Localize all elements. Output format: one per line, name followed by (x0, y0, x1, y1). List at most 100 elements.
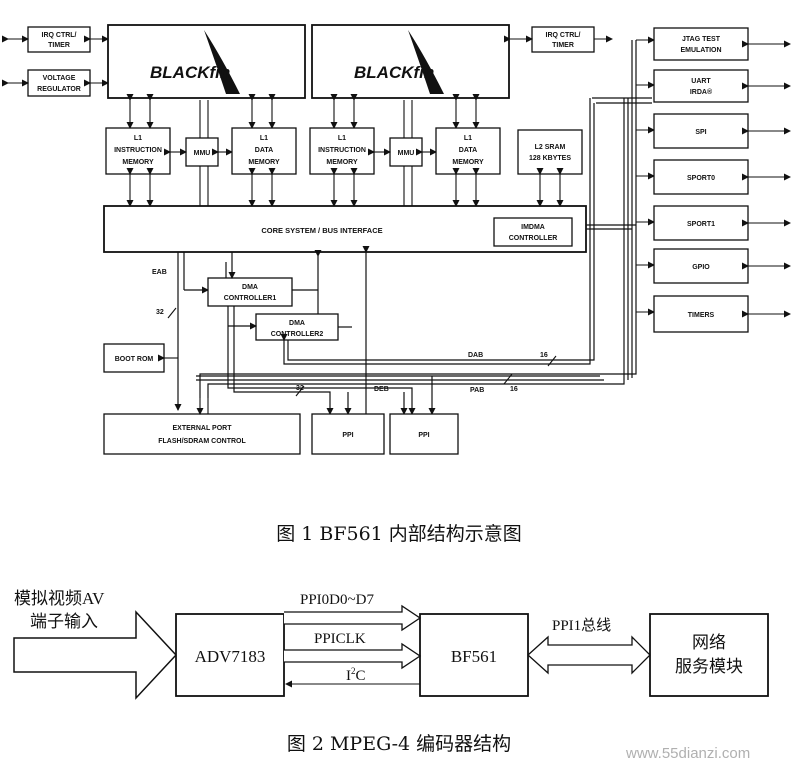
ppi1-label: PPI (342, 432, 353, 439)
boot-rom-label: BOOT ROM (115, 356, 154, 363)
dma-controller-1 (207, 277, 293, 307)
core-bus-label: CORE SYSTEM / BUS INTERFACE (261, 226, 382, 235)
figure1-diagram: IRQ CTRL/ TIMER VOLTAGE REGULATOR BLACKf… (2, 24, 791, 545)
width32-mid: 32 (296, 385, 304, 392)
peripheral-stack: JTAG TEST EMULATION UART IRDA® SPI SP (199, 27, 791, 398)
ppi2-label: PPI (418, 432, 429, 439)
blackfin-core-1: BLACKfin (107, 24, 306, 99)
external-port-block: EXTERNAL PORT FLASH/SDRAM CONTROL (103, 398, 301, 455)
core1-logo: BLACKfin (150, 63, 230, 82)
sport1-label: SPORT1 (687, 221, 715, 228)
ppiclk-label: PPICLK (314, 631, 366, 647)
jtag-line2: EMULATION (680, 47, 721, 54)
input-label-line2: 端子输入 (30, 612, 98, 631)
imdma-line2: CONTROLLER (509, 235, 558, 242)
l1i1-line3: MEMORY (122, 159, 154, 166)
l1-data-memory-2: L1 DATA MEMORY (435, 127, 501, 175)
l1d2-line2: DATA (459, 147, 477, 154)
uart-block: UART IRDA® (636, 69, 791, 103)
gpio-block: GPIO (636, 248, 791, 284)
left-irq-line2: TIMER (48, 42, 70, 49)
figure2-caption: 图 2 MPEG-4 编码器结构 (287, 733, 511, 755)
mmu2-label: MMU (398, 150, 415, 157)
blackfin-core-2: BLACKfin (311, 24, 510, 99)
voltage-regulator-block: VOLTAGE REGULATOR (2, 69, 109, 97)
i2c-sup: 2 (351, 666, 356, 676)
l1i1-line2: INSTRUCTION (114, 147, 162, 154)
imdma-line1: IMDMA (521, 224, 545, 231)
width16-pab: 16 (510, 386, 518, 393)
voltage-line1: VOLTAGE (43, 75, 76, 82)
l1-instruction-memory-2: L1 INSTRUCTION MEMORY (309, 127, 375, 175)
timers-label: TIMERS (688, 312, 715, 319)
deb-label: DEB (374, 386, 389, 393)
core-system-bus-interface: CORE SYSTEM / BUS INTERFACE IMDMA CONTRO… (103, 205, 587, 253)
l1-instruction-memory-1: L1 INSTRUCTION MEMORY (105, 127, 171, 175)
core2-logo: BLACKfin (354, 63, 434, 82)
l2-line2: 128 KBYTES (529, 155, 571, 162)
ppiclk-arrow (284, 642, 422, 670)
network-line1: 网络 (692, 633, 726, 652)
figure1-caption: 图 1 BF561 内部结构示意图 (276, 523, 522, 545)
jtag-line1: JTAG TEST (682, 36, 721, 43)
watermark-text: www.55dianzi.com (625, 745, 750, 762)
memory-bus-links (126, 166, 564, 207)
ext-port-line1: EXTERNAL PORT (173, 425, 233, 432)
right-irq-line1: IRQ CTRL/ (546, 32, 581, 39)
sport0-label: SPORT0 (687, 175, 715, 182)
pab-label: PAB (470, 387, 484, 394)
voltage-line2: REGULATOR (37, 86, 81, 93)
ppi1-bus-arrow (527, 635, 651, 675)
sport0-block: SPORT0 (636, 159, 791, 195)
input-label-line1: 模拟视频AV (14, 589, 105, 608)
l1i2-line1: L1 (338, 135, 346, 142)
ppi0-data-label: PPI0D0~D7 (300, 592, 374, 608)
l1d1-line2: DATA (255, 147, 273, 154)
dma1-line1: DMA (242, 284, 258, 291)
adv7183-block (175, 613, 285, 697)
uart-line2: IRDA® (690, 88, 713, 96)
boot-rom-block: BOOT ROM (103, 343, 178, 373)
mmu-1: MMU (164, 137, 233, 167)
l1-data-memory-1: L1 DATA MEMORY (231, 127, 297, 175)
i2c-label: I2C (346, 666, 366, 684)
ppi0-data-arrow (284, 604, 422, 632)
left-irq-ctrl-timer-block: IRQ CTRL/ TIMER (2, 26, 109, 53)
figure2-diagram: 模拟视频AV 端子输入 ADV7183 BF561 网络 服务模块 PPI0D0… (13, 589, 769, 755)
ppi-block-2: PPI (389, 413, 459, 455)
l1i2-line3: MEMORY (326, 159, 358, 166)
ppi1-bus-label: PPI1总线 (552, 617, 611, 634)
width16-dab: 16 (540, 352, 548, 359)
gpio-label: GPIO (692, 264, 710, 271)
l1d2-line1: L1 (464, 135, 472, 142)
network-service-block (649, 613, 769, 697)
l2-sram-block: L2 SRAM 128 KBYTES (517, 129, 583, 175)
left-irq-line1: IRQ CTRL/ (42, 32, 77, 39)
timers-block: TIMERS (636, 295, 791, 333)
adv7183-label: ADV7183 (195, 647, 266, 666)
network-line2: 服务模块 (675, 657, 743, 676)
dma1-line2: CONTROLLER1 (224, 295, 277, 302)
input-arrow (13, 610, 178, 700)
l1d2-line3: MEMORY (452, 159, 484, 166)
spi-block: SPI (636, 113, 791, 149)
uart-line1: UART (691, 78, 711, 85)
spi-label: SPI (695, 129, 706, 136)
mmu1-label: MMU (194, 150, 211, 157)
dma2-line2: CONTROLLER2 (271, 331, 324, 338)
width32-left: 32 (156, 309, 164, 316)
l1i1-line1: L1 (134, 135, 142, 142)
i2c-base: I (346, 668, 351, 684)
l2-line1: L2 SRAM (535, 144, 566, 151)
l1i2-line2: INSTRUCTION (318, 147, 366, 154)
dma-area: DMA CONTROLLER1 DMA CONTROLLER2 (152, 98, 604, 415)
dab-label: DAB (468, 352, 483, 359)
mmu-2: MMU (368, 137, 437, 167)
right-irq-line2: TIMER (552, 42, 574, 49)
bf561-label: BF561 (451, 647, 497, 666)
right-irq-ctrl-timer-block: IRQ CTRL/ TIMER (504, 26, 613, 53)
l1d1-line3: MEMORY (248, 159, 280, 166)
jtag-block: JTAG TEST EMULATION (636, 27, 791, 61)
